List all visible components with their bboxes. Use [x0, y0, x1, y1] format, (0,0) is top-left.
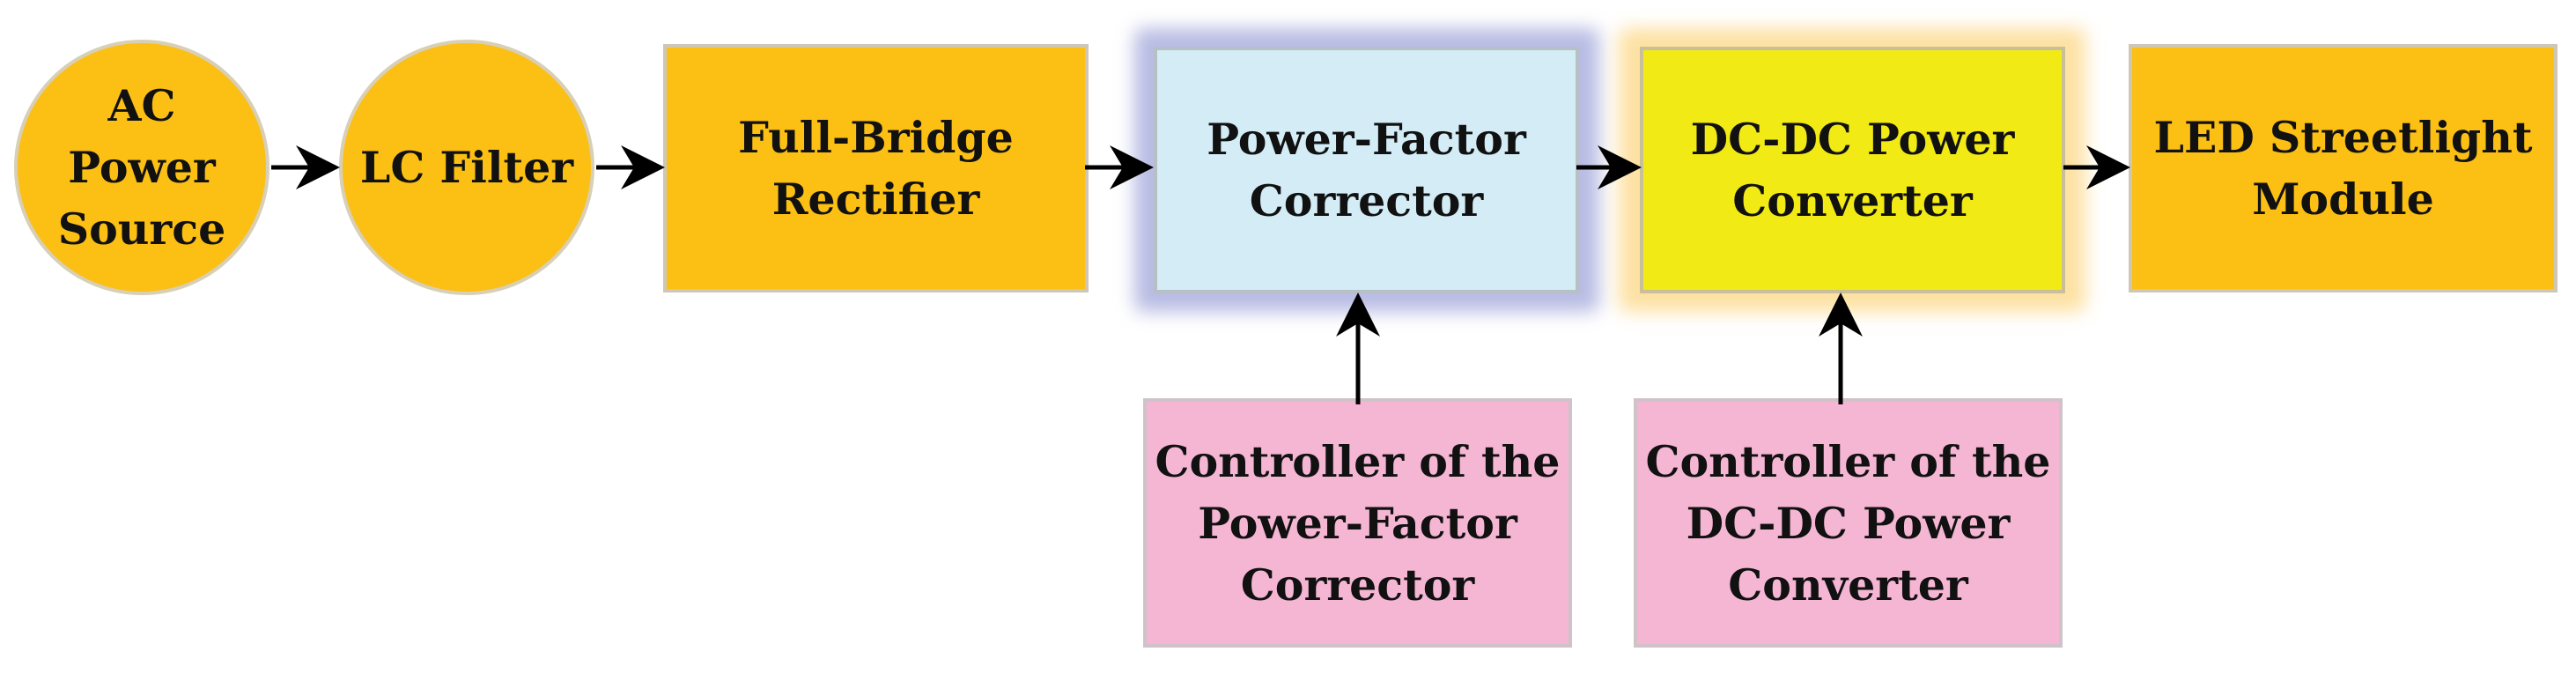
pfc-controller-block: Controller of the Power-Factor Corrector: [1143, 398, 1572, 648]
dcdc-line-2: Converter: [1732, 175, 1973, 226]
pfc-line-2: Corrector: [1249, 175, 1484, 226]
led-streetlight-module-block: LED Streetlight Module: [2129, 44, 2558, 293]
ac-power-source-line-1: AC: [107, 80, 176, 131]
dc-dc-power-converter-block: DC-DC Power Converter: [1640, 47, 2065, 293]
led-line-2: Module: [2252, 174, 2434, 225]
ac-power-source-line-2: Power: [68, 142, 216, 193]
ac-power-source-node: AC Power Source: [14, 40, 269, 295]
power-factor-corrector-block: Power-Factor Corrector: [1154, 47, 1579, 293]
rectifier-line-1: Full-Bridge: [738, 112, 1014, 163]
dcdc-controller-block: Controller of the DC-DC Power Converter: [1634, 398, 2063, 648]
dcdc-controller-line-2: DC-DC Power: [1686, 497, 2011, 549]
ac-power-source-line-3: Source: [57, 204, 226, 255]
led-line-1: LED Streetlight: [2153, 112, 2533, 163]
dcdc-controller-line-1: Controller of the: [1645, 435, 2051, 487]
pfc-controller-line-3: Corrector: [1240, 559, 1475, 611]
pfc-controller-line-2: Power-Factor: [1198, 497, 1517, 549]
lc-filter-node: LC Filter: [339, 40, 594, 295]
pfc-controller-line-1: Controller of the: [1155, 435, 1561, 487]
dcdc-line-1: DC-DC Power: [1690, 114, 2015, 165]
rectifier-line-2: Rectifier: [771, 174, 980, 225]
lc-filter-line-1: LC Filter: [359, 142, 574, 193]
pfc-line-1: Power-Factor: [1207, 114, 1526, 165]
full-bridge-rectifier-block: Full-Bridge Rectifier: [663, 44, 1089, 293]
dcdc-controller-line-3: Converter: [1728, 559, 1968, 611]
